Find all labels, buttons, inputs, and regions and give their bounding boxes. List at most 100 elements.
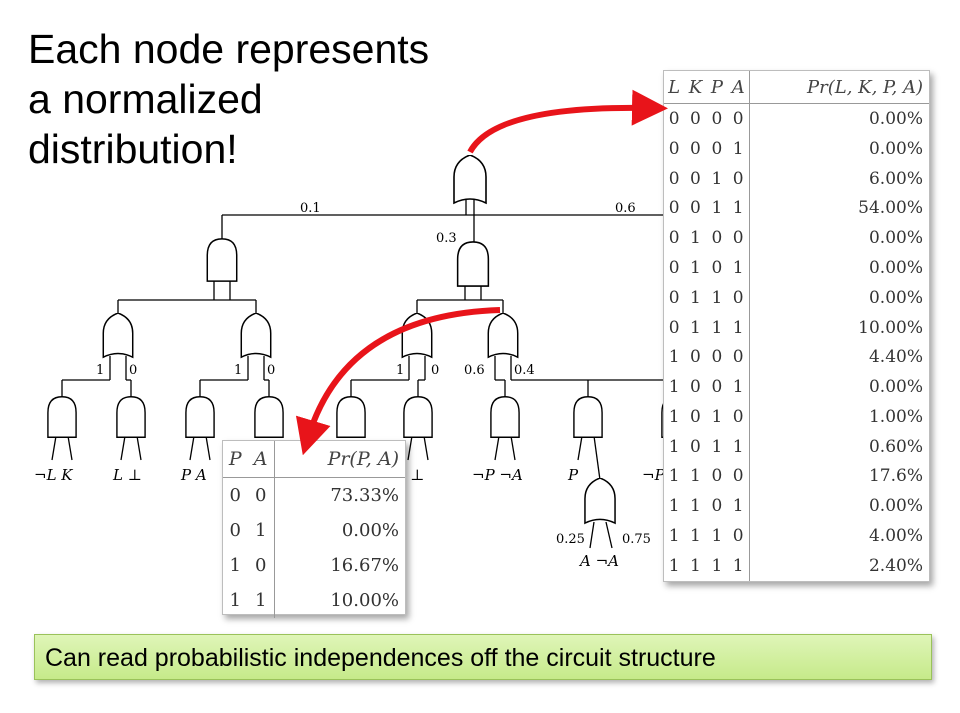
- root-or-gate: [453, 155, 487, 204]
- table-cell: 1: [668, 555, 680, 576]
- table-cell: 0: [732, 168, 744, 189]
- header-P: P: [223, 441, 248, 478]
- table-cell: 1: [690, 257, 701, 278]
- header-A: A: [727, 71, 750, 104]
- table-cell: 0: [254, 485, 267, 506]
- table-cell: 0.00%: [749, 223, 929, 254]
- table-cell: 0: [732, 526, 744, 547]
- table-cell: 0: [668, 257, 680, 278]
- table-cell: 4.00%: [749, 521, 929, 551]
- table-cell: 0: [668, 138, 680, 159]
- slide-title: Each node represents a normalized distri…: [28, 24, 429, 174]
- leaf-and-gate-6: [403, 395, 433, 439]
- header-P: P: [706, 71, 728, 104]
- table-cell: 1: [229, 590, 241, 611]
- table-cell: 1: [732, 257, 744, 278]
- left-and-gate: [206, 238, 238, 282]
- table-cell: 1: [711, 168, 723, 189]
- table-cell: 2.40%: [749, 550, 929, 581]
- table-cell: 0.00%: [749, 491, 929, 522]
- weight-orA-right: 0.75: [622, 532, 651, 547]
- table-cell: 1: [690, 317, 701, 338]
- or-gate-2: [240, 313, 272, 358]
- table-cell: 0: [668, 198, 680, 219]
- or-gate-1: [102, 313, 134, 358]
- table-cell: 73.33%: [273, 477, 405, 513]
- leaf-and-gate-7: [490, 395, 520, 439]
- table-cell: 0: [668, 168, 680, 189]
- table-cell: 0: [229, 520, 241, 541]
- table-cell: 17.6%: [749, 461, 929, 492]
- table-cell: 1: [668, 377, 680, 398]
- table-cell: 0.00%: [749, 372, 929, 402]
- leaf-label-5: ¬P ¬A: [472, 466, 523, 484]
- table-cell: 16.67%: [273, 548, 405, 583]
- table-cell: 1: [668, 406, 680, 427]
- table-cell: 0: [732, 108, 744, 129]
- table-cell: 1: [732, 377, 744, 398]
- takeaway-banner: Can read probabilistic independences off…: [34, 634, 932, 680]
- table-cell: 1: [732, 555, 744, 576]
- table-cell: 1: [229, 555, 241, 576]
- table-cell: 0: [690, 377, 701, 398]
- weight-root-right: 0.6: [615, 201, 636, 216]
- table-cell: 1: [732, 138, 744, 159]
- table-cell: 1: [711, 555, 723, 576]
- weight-or3-left: 1: [396, 363, 404, 378]
- table-cell: 0: [732, 228, 744, 249]
- table-cell: 0.00%: [749, 282, 929, 313]
- weight-or1-right: 0: [129, 363, 137, 378]
- table-cell: 1: [690, 466, 701, 487]
- table-cell: 54.00%: [749, 193, 929, 224]
- table-cell: 0.00%: [749, 103, 929, 134]
- table-cell: 0: [690, 108, 701, 129]
- table-cell: 1: [732, 496, 744, 517]
- table-cell: 1: [711, 287, 723, 308]
- small-table-header: P A Pr(P, A): [223, 441, 405, 478]
- table-cell: 0: [690, 168, 701, 189]
- table-cell: 0: [711, 138, 723, 159]
- table-cell: 1: [254, 520, 267, 541]
- table-cell: 1: [711, 526, 723, 547]
- table-cell: 4.40%: [749, 342, 929, 373]
- table-cell: 0: [229, 485, 241, 506]
- table-cell: 1: [711, 317, 723, 338]
- table-cell: 1: [690, 496, 701, 517]
- table-cell: 1: [732, 198, 744, 219]
- table-cell: 0: [711, 108, 723, 129]
- or-gate-4: [487, 313, 519, 358]
- table-cell: 0: [668, 287, 680, 308]
- table-cell: 1: [732, 436, 744, 457]
- header-A: A: [247, 441, 275, 478]
- table-cell: 0: [711, 347, 723, 368]
- leaf-label-3: P A: [180, 466, 207, 484]
- table-cell: 0.00%: [273, 513, 405, 548]
- title-line-3: distribution!: [28, 126, 238, 172]
- table-cell: 1: [668, 526, 680, 547]
- table-cell: 0: [711, 377, 723, 398]
- table-cell: 0: [711, 257, 723, 278]
- table-cell: 0: [711, 228, 723, 249]
- leaf-and-gate-5: [336, 395, 366, 439]
- table-cell: 0: [732, 287, 744, 308]
- table-cell: 0: [254, 555, 267, 576]
- leaf-label-2: L ⊥: [112, 466, 142, 484]
- table-cell: 1.00%: [749, 402, 929, 432]
- table-cell: 0: [732, 466, 744, 487]
- table-cell: 0: [711, 496, 723, 517]
- table-cell: 0.00%: [749, 133, 929, 164]
